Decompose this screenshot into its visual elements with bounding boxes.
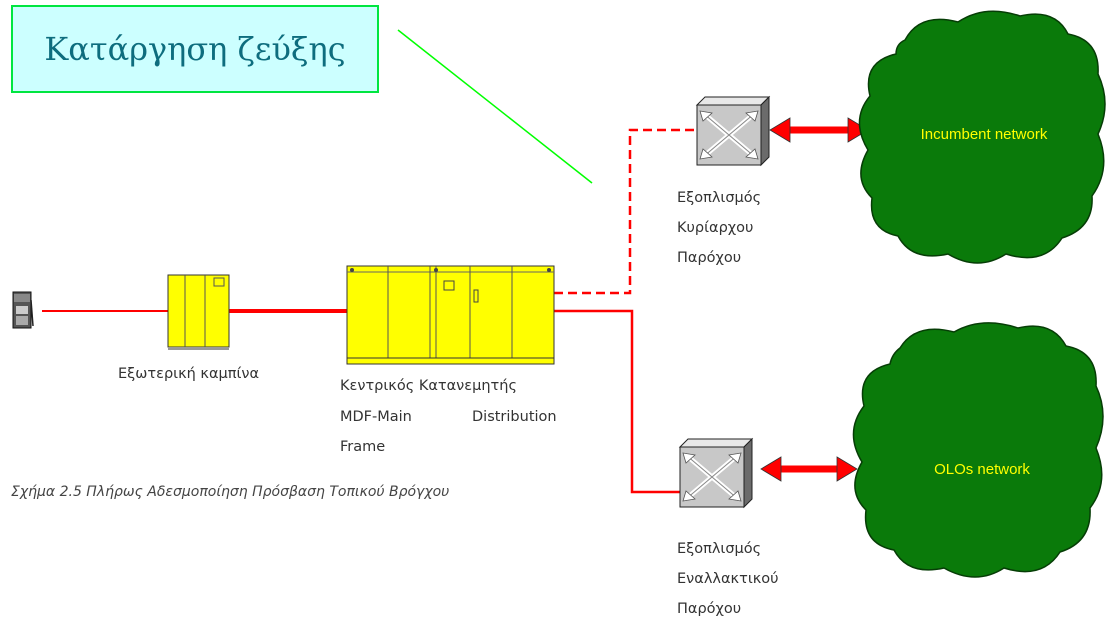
mdf-label-line2b: Distribution: [472, 409, 557, 425]
olos-network-label: OLOs network: [934, 461, 1030, 478]
disconnected-link-dashed: [554, 128, 697, 295]
incumbent-equipment-label-line3: Παρόχου: [677, 250, 742, 266]
incumbent-network-label: Incumbent network: [921, 126, 1048, 143]
alternative-equipment-label-line3: Παρόχου: [677, 601, 742, 617]
figure-caption: Σχήμα 2.5 Πλήρως Αδεσμοποίηση Πρόσβαση Τ…: [11, 484, 450, 500]
incumbent-equipment-label-line1: Εξοπλισμός: [677, 190, 762, 206]
alternative-equipment-label-line2: Εναλλακτικού: [677, 571, 779, 587]
olos-double-arrow: [760, 456, 858, 482]
olos-network-cloud: OLOs network: [852, 322, 1104, 578]
alternative-equipment-label-line1: Εξοπλισμός: [677, 541, 762, 557]
cabinet-label: Εξωτερική καμπίνα: [118, 366, 260, 382]
mdf-frame-icon: [346, 265, 555, 365]
disconnection-callout: Κατάργηση ζεύξης: [11, 5, 379, 93]
mdf-label-line1: Κεντρικός Κατανεμητής: [340, 378, 517, 394]
mdf-label-line2a: MDF-Main: [340, 409, 412, 425]
telephone-icon: [12, 291, 34, 329]
mdf-label-line3: Frame: [340, 439, 386, 455]
incumbent-switch-icon: [695, 95, 771, 167]
incumbent-network-cloud: Incumbent network: [858, 10, 1106, 264]
incumbent-double-arrow: [769, 117, 869, 143]
mdf-to-alternative-line: [554, 309, 680, 494]
street-cabinet-icon: [167, 274, 230, 350]
incumbent-equipment-label-line2: Κυρίαρχου: [677, 220, 754, 236]
callout-pointer-line: [397, 29, 593, 184]
alternative-switch-icon: [678, 437, 754, 509]
